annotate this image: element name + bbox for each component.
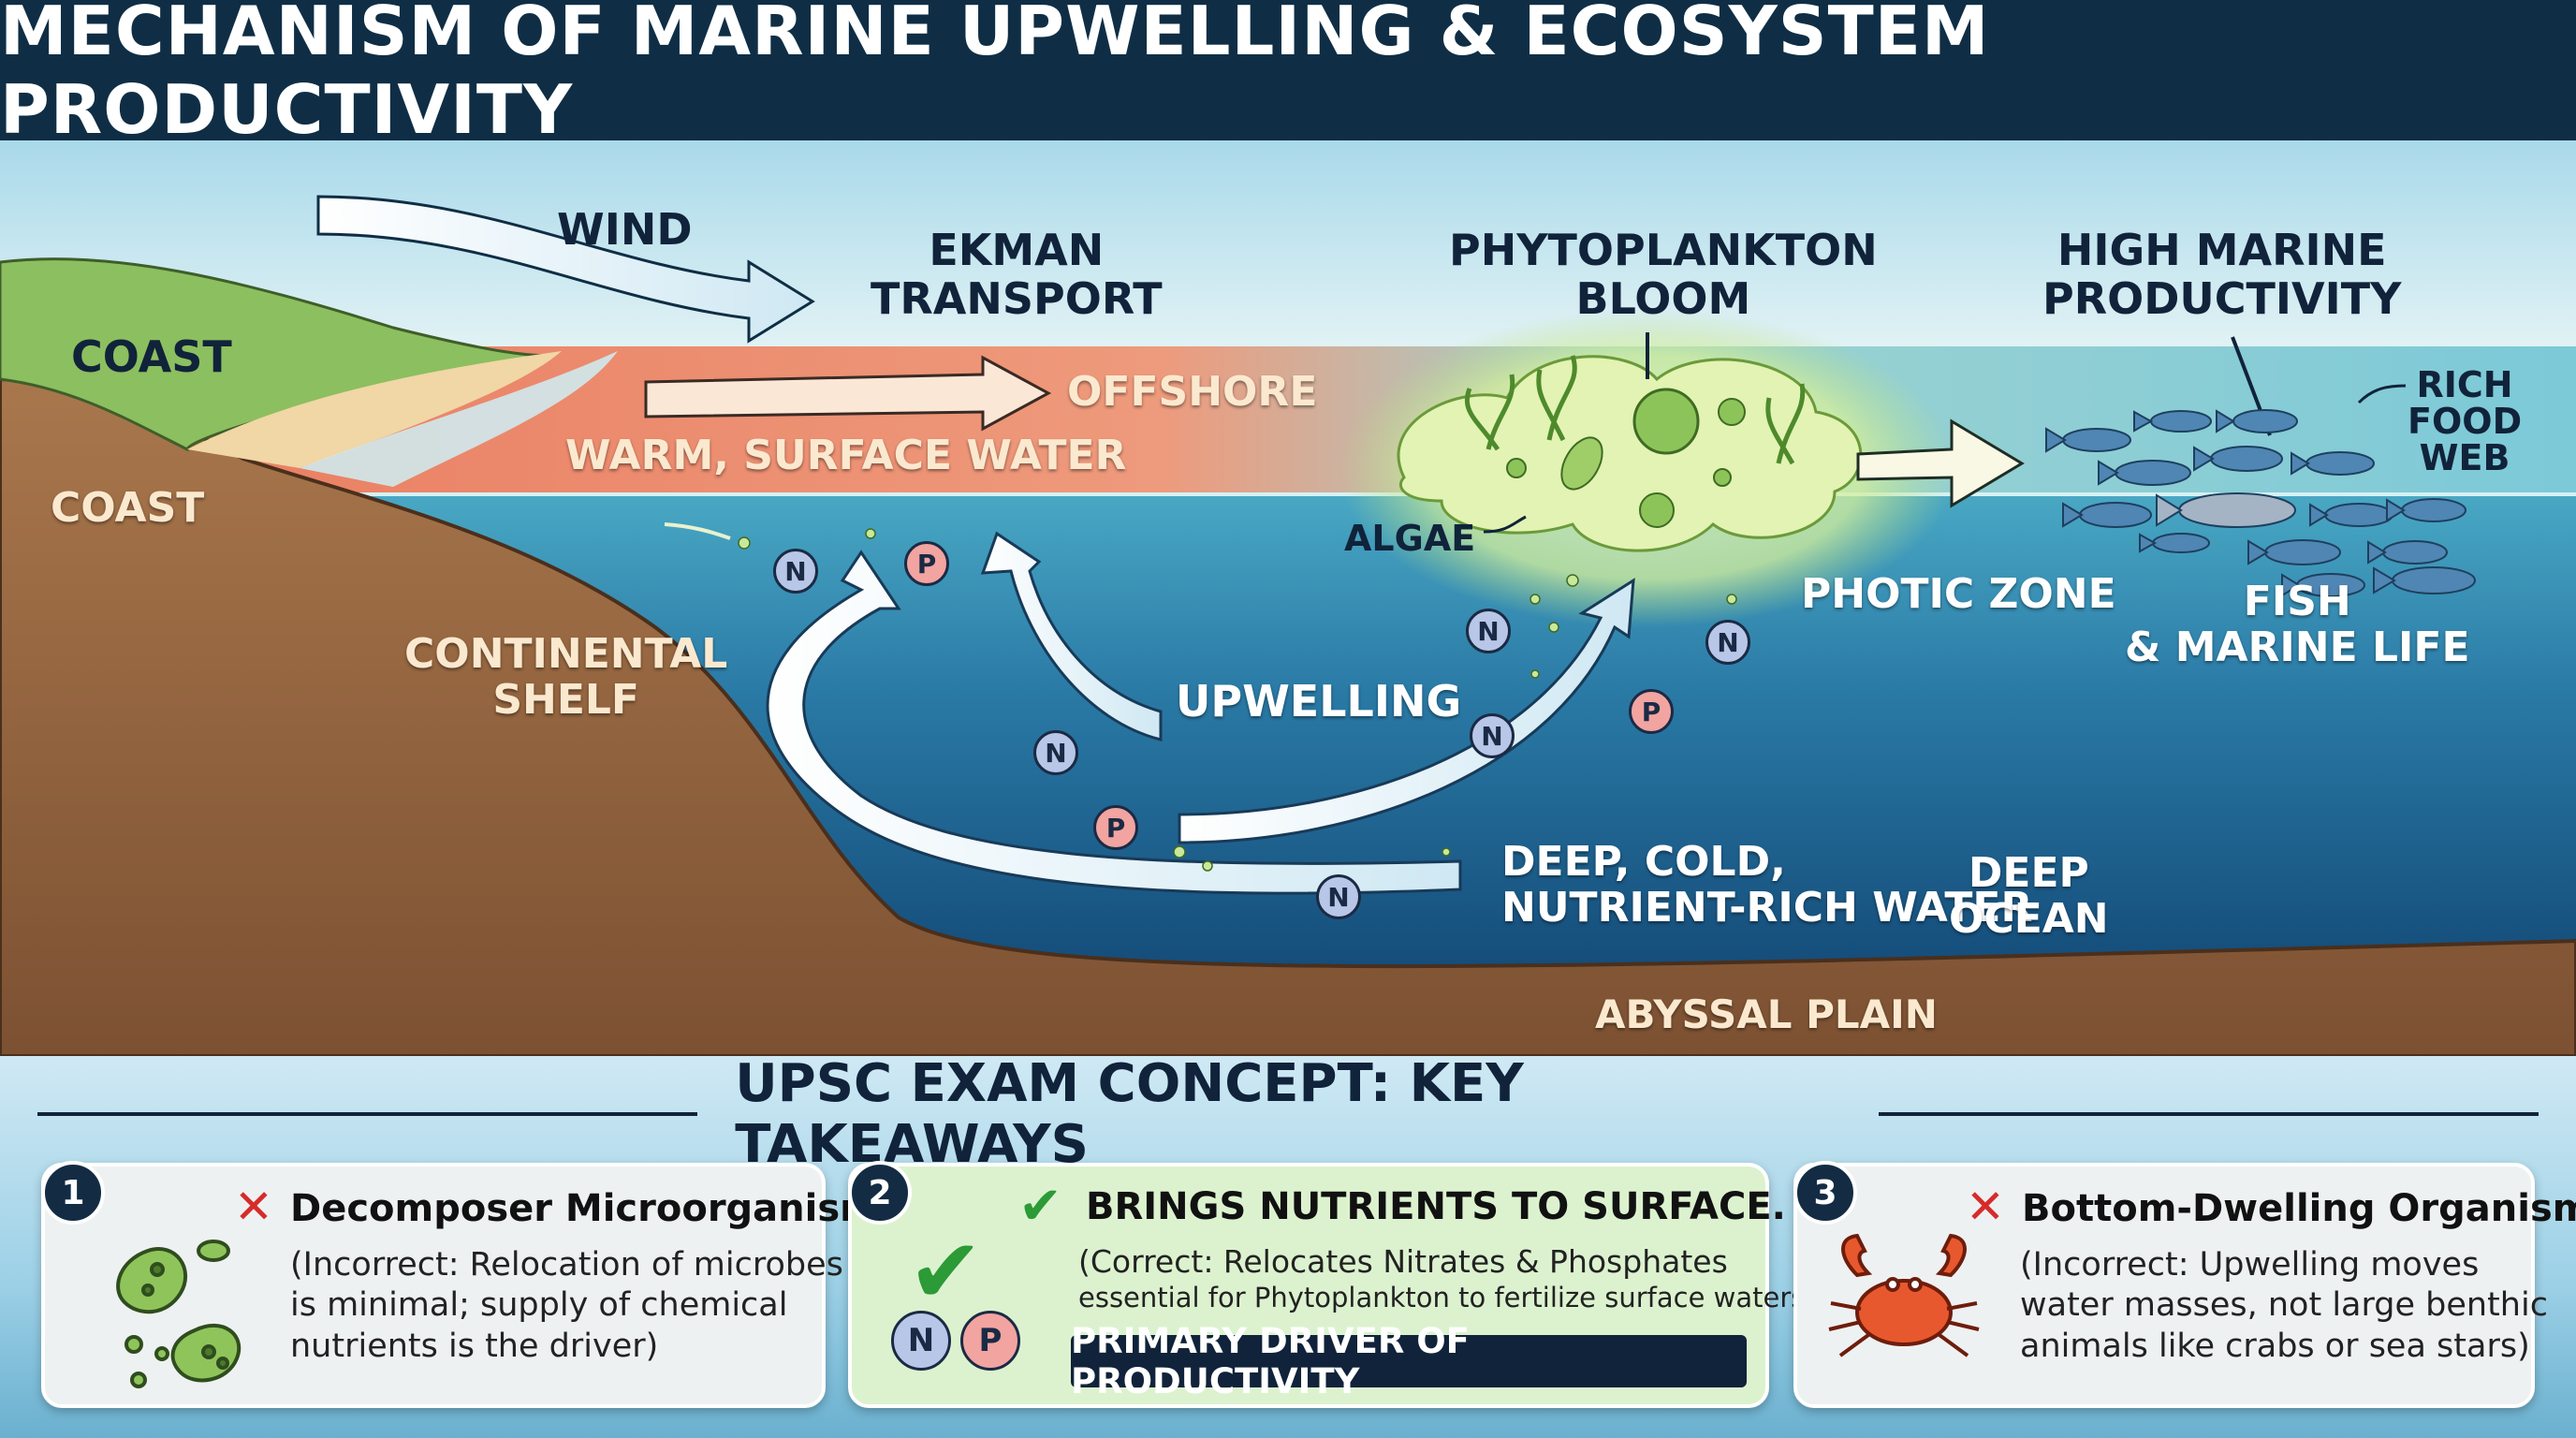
card-2-body: (Correct: Relocates Nitrates & Phosphate…: [1078, 1243, 1816, 1313]
warm-surface-water-label: WARM, SURFACE WATER: [565, 432, 1127, 479]
offshore-label: OFFSHORE: [1067, 368, 1318, 416]
phytoplankton-bloom-label: PHYTOPLANKTON BLOOM: [1449, 225, 1878, 324]
continental-shelf-label: CONTINENTAL SHELF: [404, 630, 728, 725]
check-icon: ✔: [908, 1219, 984, 1324]
takeaway-card-1: ✕ Decomposer Microorganisms. (Incorrect:…: [41, 1163, 915, 1408]
coast-side-label: COAST: [51, 484, 205, 532]
algae-bloom-icon: [1339, 309, 1956, 627]
x-mark-icon: ✕: [1966, 1180, 2005, 1234]
takeaway-card-3: ✕ Bottom-Dwelling Organisms. (Incorrect:…: [1793, 1163, 2576, 1408]
divider: [1878, 1112, 2539, 1116]
nitrate-marker: N: [1033, 730, 1078, 775]
phosphate-marker: P: [1629, 689, 1674, 734]
x-mark-icon: ✕: [234, 1180, 273, 1234]
diagram-canvas: [0, 140, 2576, 1056]
takeaways-heading: UPSC EXAM CONCEPT: KEY TAKEAWAYS: [0, 1053, 2576, 1175]
divider: [37, 1112, 698, 1116]
fish-school-icon: [2045, 409, 2476, 597]
ekman-transport-label: EKMAN TRANSPORT: [871, 225, 1163, 324]
high-productivity-label: HIGH MARINE PRODUCTIVITY: [2042, 225, 2402, 324]
photic-zone-label: PHOTIC ZONE: [1801, 570, 2116, 618]
takeaway-card-2: ✔ ✔ N P BRINGS NUTRIENTS TO SURFACE. (Co…: [848, 1163, 1816, 1408]
upwelling-arrows: [766, 531, 1635, 895]
card-3-body: (Incorrect: Upwelling moves water masses…: [2020, 1246, 2548, 1365]
abyssal-plain-label: ABYSSAL PLAIN: [1595, 991, 1938, 1037]
phosphate-marker: P: [904, 541, 949, 586]
phosphate-marker: P: [1093, 805, 1138, 850]
card-3-number: 3: [1793, 1161, 1857, 1225]
card-2-title: BRINGS NUTRIENTS TO SURFACE.: [1086, 1185, 1786, 1228]
algae-label: ALGAE: [1344, 518, 1476, 559]
card-1-number: 1: [41, 1161, 105, 1225]
wind-label: WIND: [557, 204, 693, 255]
microbe-icon: [116, 1240, 242, 1388]
card-2-number: 2: [848, 1161, 912, 1225]
nitrate-marker: N: [1470, 713, 1515, 758]
card-1-title: Decomposer Microorganisms.: [290, 1187, 915, 1230]
wind-arrow-icon: [316, 195, 815, 344]
nitrate-marker: N: [891, 1311, 951, 1371]
upwelling-label: UPWELLING: [1176, 676, 1462, 726]
card-3-title: Bottom-Dwelling Organisms.: [2022, 1187, 2576, 1230]
crab-icon: [1828, 1233, 1980, 1357]
nitrate-marker: N: [1316, 874, 1361, 919]
nitrate-marker: N: [1466, 609, 1511, 653]
upwelling-diagram: WIND EKMAN TRANSPORT COAST COAST OFFSHOR…: [0, 140, 2576, 1056]
primary-driver-banner: PRIMARY DRIVER OF PRODUCTIVITY: [1071, 1321, 1747, 1401]
deep-cold-water-label: DEEP, COLD, NUTRIENT-RICH WATER: [1501, 838, 2033, 932]
deep-ocean-label: DEEP OCEAN: [1949, 849, 2109, 944]
fish-marine-life-label: FISH & MARINE LIFE: [2125, 578, 2470, 672]
nitrate-marker: N: [1705, 620, 1750, 665]
nitrate-marker: N: [773, 549, 818, 594]
phosphate-marker: P: [960, 1311, 1020, 1371]
page-title: MECHANISM OF MARINE UPWELLING & ECOSYSTE…: [0, 0, 2576, 149]
card-1-body: (Incorrect: Relocation of microbes is mi…: [290, 1246, 843, 1365]
check-icon: ✔: [1018, 1176, 1062, 1237]
takeaways-title: UPSC EXAM CONCEPT: KEY TAKEAWAYS: [735, 1053, 1524, 1175]
coast-top-label: COAST: [71, 331, 232, 382]
rich-food-web-label: RICH FOOD WEB: [2408, 364, 2523, 478]
